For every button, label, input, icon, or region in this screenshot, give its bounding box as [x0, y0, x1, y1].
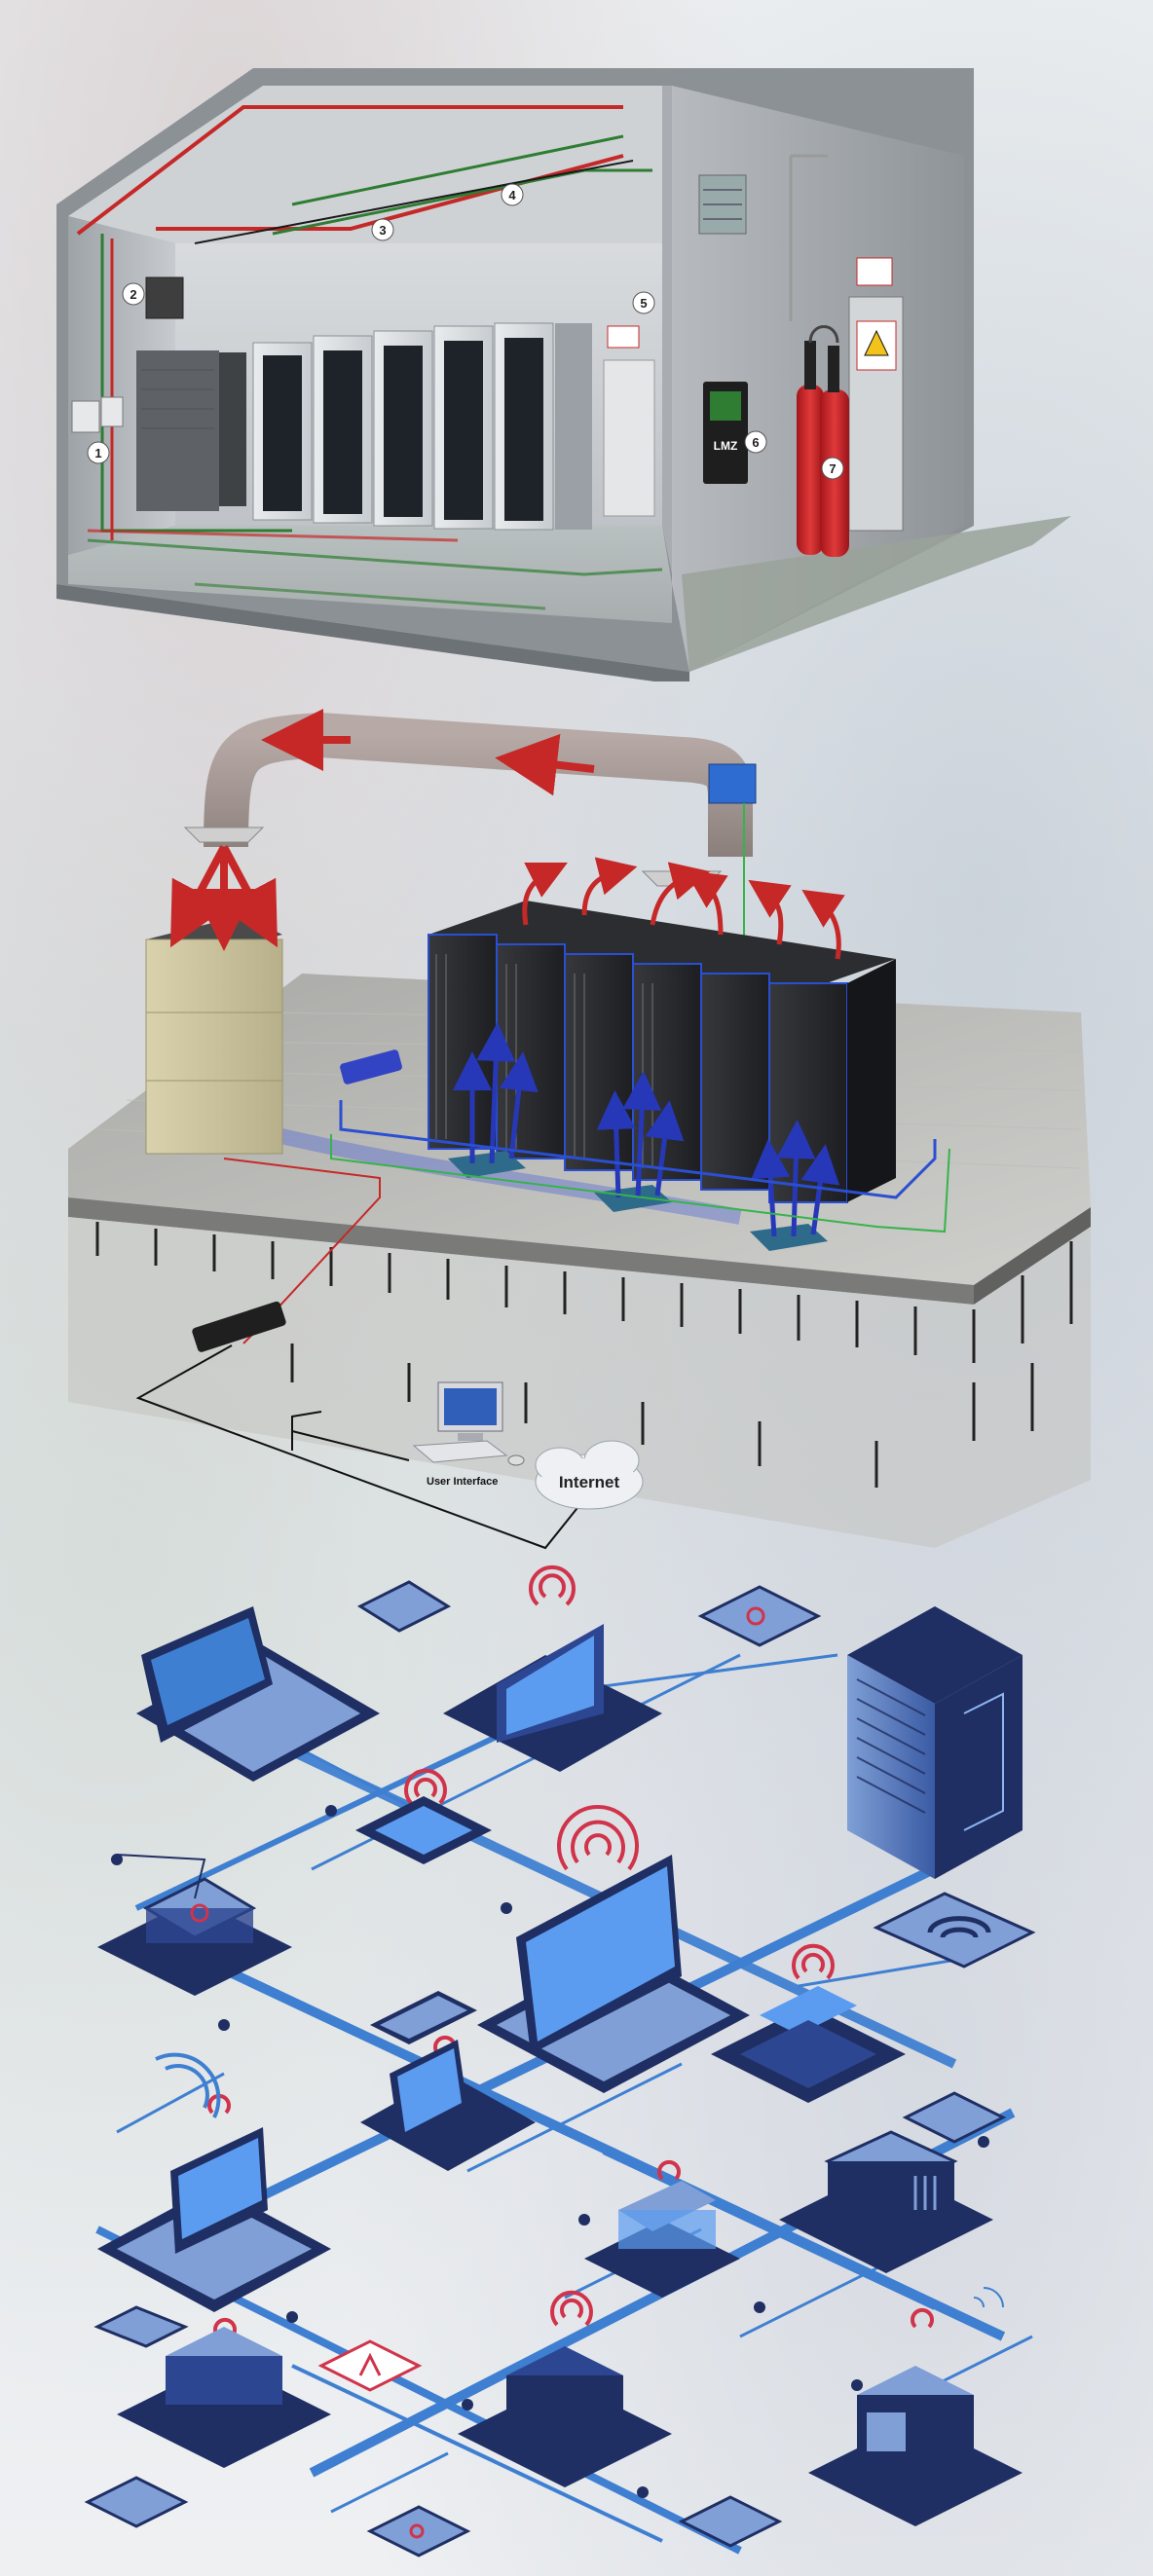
lmz-label: LMZ [714, 439, 738, 453]
raised-floor-cooling-diagram: User Interface Internet [0, 681, 1153, 1558]
router-left [97, 1854, 292, 1996]
network-illustration [84, 1564, 1036, 2558]
callout-6: 6 [752, 435, 759, 450]
server-rack-row [428, 901, 896, 1203]
device-tile [356, 1580, 452, 1633]
monitoring-device [192, 1301, 286, 1352]
internet-label: Internet [559, 1473, 620, 1491]
callout-markers: 1 2 3 4 5 6 7 [87, 183, 844, 480]
cold-air-tiles [448, 1151, 828, 1251]
user-interface-label: User Interface [427, 1476, 498, 1488]
server-racks [252, 322, 592, 531]
alert-tile [317, 2339, 423, 2392]
control-box [71, 400, 100, 433]
server-tower [847, 1606, 1023, 1879]
warning-sign [607, 325, 640, 349]
central-laptop [477, 1855, 750, 2093]
floor-pedestals [95, 1222, 1073, 1488]
hub-small [355, 1796, 492, 1864]
laptop-left-middle [97, 2127, 331, 2312]
detector-panel [145, 276, 184, 319]
server-room-illustration: LMZ 1 2 3 4 5 6 7 [56, 68, 1071, 681]
room-door [603, 359, 655, 517]
hourglass-tile [902, 2091, 1007, 2144]
isometric-network-diagram [0, 1558, 1153, 2576]
smartphone [370, 1991, 477, 2044]
precision-cooling-unit [136, 350, 219, 511]
tablet-device [360, 2040, 536, 2171]
wifi-router-center [584, 2181, 740, 2298]
pos-terminal [711, 1986, 906, 2103]
wifi-signal-icons [207, 1564, 934, 2338]
cooling-illustration: User Interface Internet [68, 709, 1091, 1550]
laptop-top-left [136, 1606, 380, 1782]
return-air-duct [204, 712, 753, 857]
callout-7: 7 [829, 461, 836, 476]
cold-air-arrows [453, 1022, 840, 1237]
cube-bottom-center [458, 2346, 672, 2487]
cube-server-right [779, 2130, 993, 2273]
ceiling [68, 86, 662, 243]
server-room-cutaway: LMZ 1 2 3 4 5 6 7 [0, 0, 1153, 681]
storage-unit-bottom-left [117, 2327, 331, 2468]
callout-5: 5 [640, 296, 647, 311]
callout-2: 2 [130, 287, 136, 302]
laptop-top-middle [443, 1624, 662, 1772]
callout-1: 1 [94, 446, 101, 460]
callout-4: 4 [508, 188, 516, 202]
duct-sensor-box [708, 763, 757, 804]
wifi-access-tile [873, 1892, 1036, 1969]
internet-cloud [535, 1440, 644, 1510]
hot-air-arrows [522, 857, 845, 960]
callout-3: 3 [379, 223, 386, 238]
wifi-tile [697, 1585, 822, 1647]
sensor-strip [340, 1049, 402, 1085]
user-interface-computer [412, 1381, 525, 1466]
fire-pipe-red [76, 105, 623, 236]
secure-cube-bottom-right [808, 2366, 1023, 2526]
crah-unit [145, 915, 283, 1155]
